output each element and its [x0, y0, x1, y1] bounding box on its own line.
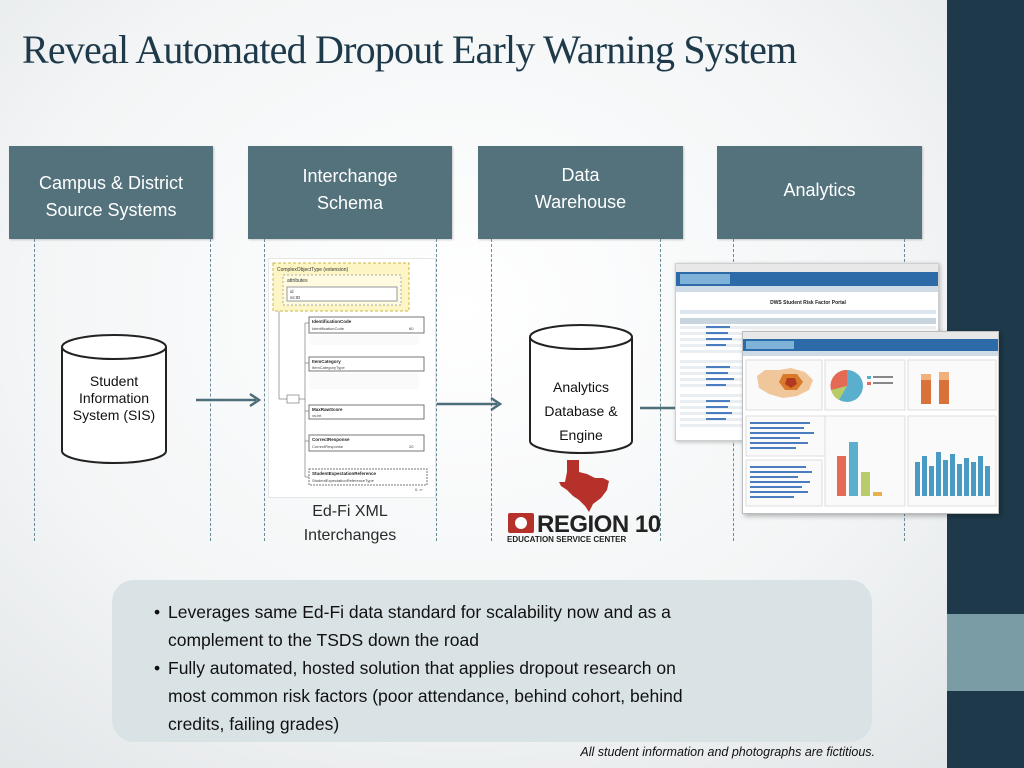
bullet-item: Leverages same Ed-Fi data standard for s…: [154, 598, 852, 654]
analytics-database-cylinder: Analytics Database & Engine: [528, 323, 634, 455]
xml-element-type: ItemCategoryType: [312, 365, 345, 370]
bullet-line: most common risk factors (poor attendanc…: [168, 686, 683, 706]
xml-caption-line-2: Interchanges: [303, 527, 397, 544]
sis-label-line-2: Information: [78, 390, 150, 406]
header-interchange-line-2: Schema: [316, 193, 384, 213]
edfi-xml-schema-diagram: ComplexObjectType (extension) attributes…: [268, 258, 436, 498]
xml-element-name: MaxRawScore: [312, 407, 343, 412]
bullet-line: credits, failing grades): [168, 714, 340, 734]
portal-title: DWS Student Risk Factor Portal: [770, 300, 846, 306]
xml-element-type: IdentificationCode: [312, 326, 345, 331]
edfi-xml-caption: Ed-Fi XML Interchanges: [280, 500, 420, 548]
region-10-logo: REGION 10 EDUCATION SERVICE CENTER: [505, 456, 661, 544]
bullet-item: Fully automated, hosted solution that ap…: [154, 654, 852, 738]
xml-element-name: CorrectResponse: [312, 437, 350, 442]
header-warehouse-line-1: Data: [561, 165, 600, 185]
column-guide: [264, 239, 265, 541]
header-interchange-line-1: Interchange: [302, 166, 398, 186]
header-data-warehouse: Data Warehouse: [478, 146, 683, 239]
xml-element-name: StudentExpectationReference: [312, 471, 377, 476]
sis-label-line-3: System (SIS): [72, 407, 156, 423]
sis-database-cylinder: Student Information System (SIS): [60, 333, 168, 465]
cylinder-icon: [61, 334, 167, 464]
header-analytics: Analytics: [717, 146, 922, 239]
column-guide: [491, 239, 492, 541]
disclaimer-footnote: All student information and photographs …: [580, 745, 875, 759]
flow-arrow-sis-to-xml: [196, 392, 262, 408]
region-10-logo-graphic: REGION 10 EDUCATION SERVICE CENTER: [507, 460, 661, 544]
charts-screenshot-graphic: [743, 332, 998, 507]
xml-id-label: id: [290, 289, 294, 294]
texas-icon: [559, 460, 609, 512]
xml-element-type: xs:int: [312, 413, 322, 418]
xml-id-type: xs:ID: [290, 295, 301, 300]
header-analytics-label: Analytics: [783, 180, 856, 200]
column-guide: [660, 239, 661, 541]
xml-occurs-label: 0..∞: [415, 487, 422, 492]
header-campus-line-2: Source Systems: [45, 200, 177, 220]
sis-label-line-1: Student: [89, 373, 139, 389]
xml-element-type: StudentExpectationReferenceType: [312, 478, 375, 483]
header-warehouse-line-2: Warehouse: [534, 192, 627, 212]
page-title: Reveal Automated Dropout Early Warning S…: [22, 27, 797, 72]
analytics-dashboard-screenshots: DWS Student Risk Factor Portal: [675, 263, 1001, 515]
header-interchange-schema: Interchange Schema: [248, 146, 452, 239]
column-guide: [436, 239, 437, 541]
analytics-db-label-line-2: Database &: [544, 403, 618, 419]
xml-attributes-label: attributes: [287, 278, 308, 284]
xml-element-name: IdentificationCode: [312, 319, 352, 324]
bullet-line: Fully automated, hosted solution that ap…: [168, 658, 676, 678]
flow-arrow-xml-to-warehouse: [437, 396, 503, 412]
analytics-db-label-line-3: Engine: [559, 427, 603, 443]
xml-element-type: CorrectResponse: [312, 444, 344, 449]
xml-caption-line-1: Ed-Fi XML: [312, 503, 388, 520]
xml-element-name: ItemCategory: [312, 359, 341, 364]
sidebar-accent-block: [947, 614, 1024, 691]
bullet-line: complement to the TSDS down the road: [168, 630, 479, 650]
analytics-db-label-line-1: Analytics: [552, 379, 610, 395]
analytics-charts-screenshot: [742, 331, 999, 514]
bullet-line: Leverages same Ed-Fi data standard for s…: [168, 602, 671, 622]
logo-subtitle: EDUCATION SERVICE CENTER: [507, 535, 626, 544]
xml-schema-graphic: ComplexObjectType (extension) attributes…: [272, 262, 428, 492]
key-points-box: Leverages same Ed-Fi data standard for s…: [112, 580, 872, 742]
header-campus-source-systems: Campus & District Source Systems: [9, 146, 213, 239]
logo-wordmark: REGION 10: [537, 511, 660, 538]
cylinder-icon: [529, 324, 633, 454]
column-guide: [34, 239, 35, 541]
xml-element-maxlen: 60: [409, 326, 414, 331]
xml-root-label: ComplexObjectType (extension): [277, 267, 348, 273]
xml-element-maxlen: 20: [409, 444, 414, 449]
header-campus-line-1: Campus & District: [38, 173, 184, 193]
column-guide: [210, 239, 211, 541]
